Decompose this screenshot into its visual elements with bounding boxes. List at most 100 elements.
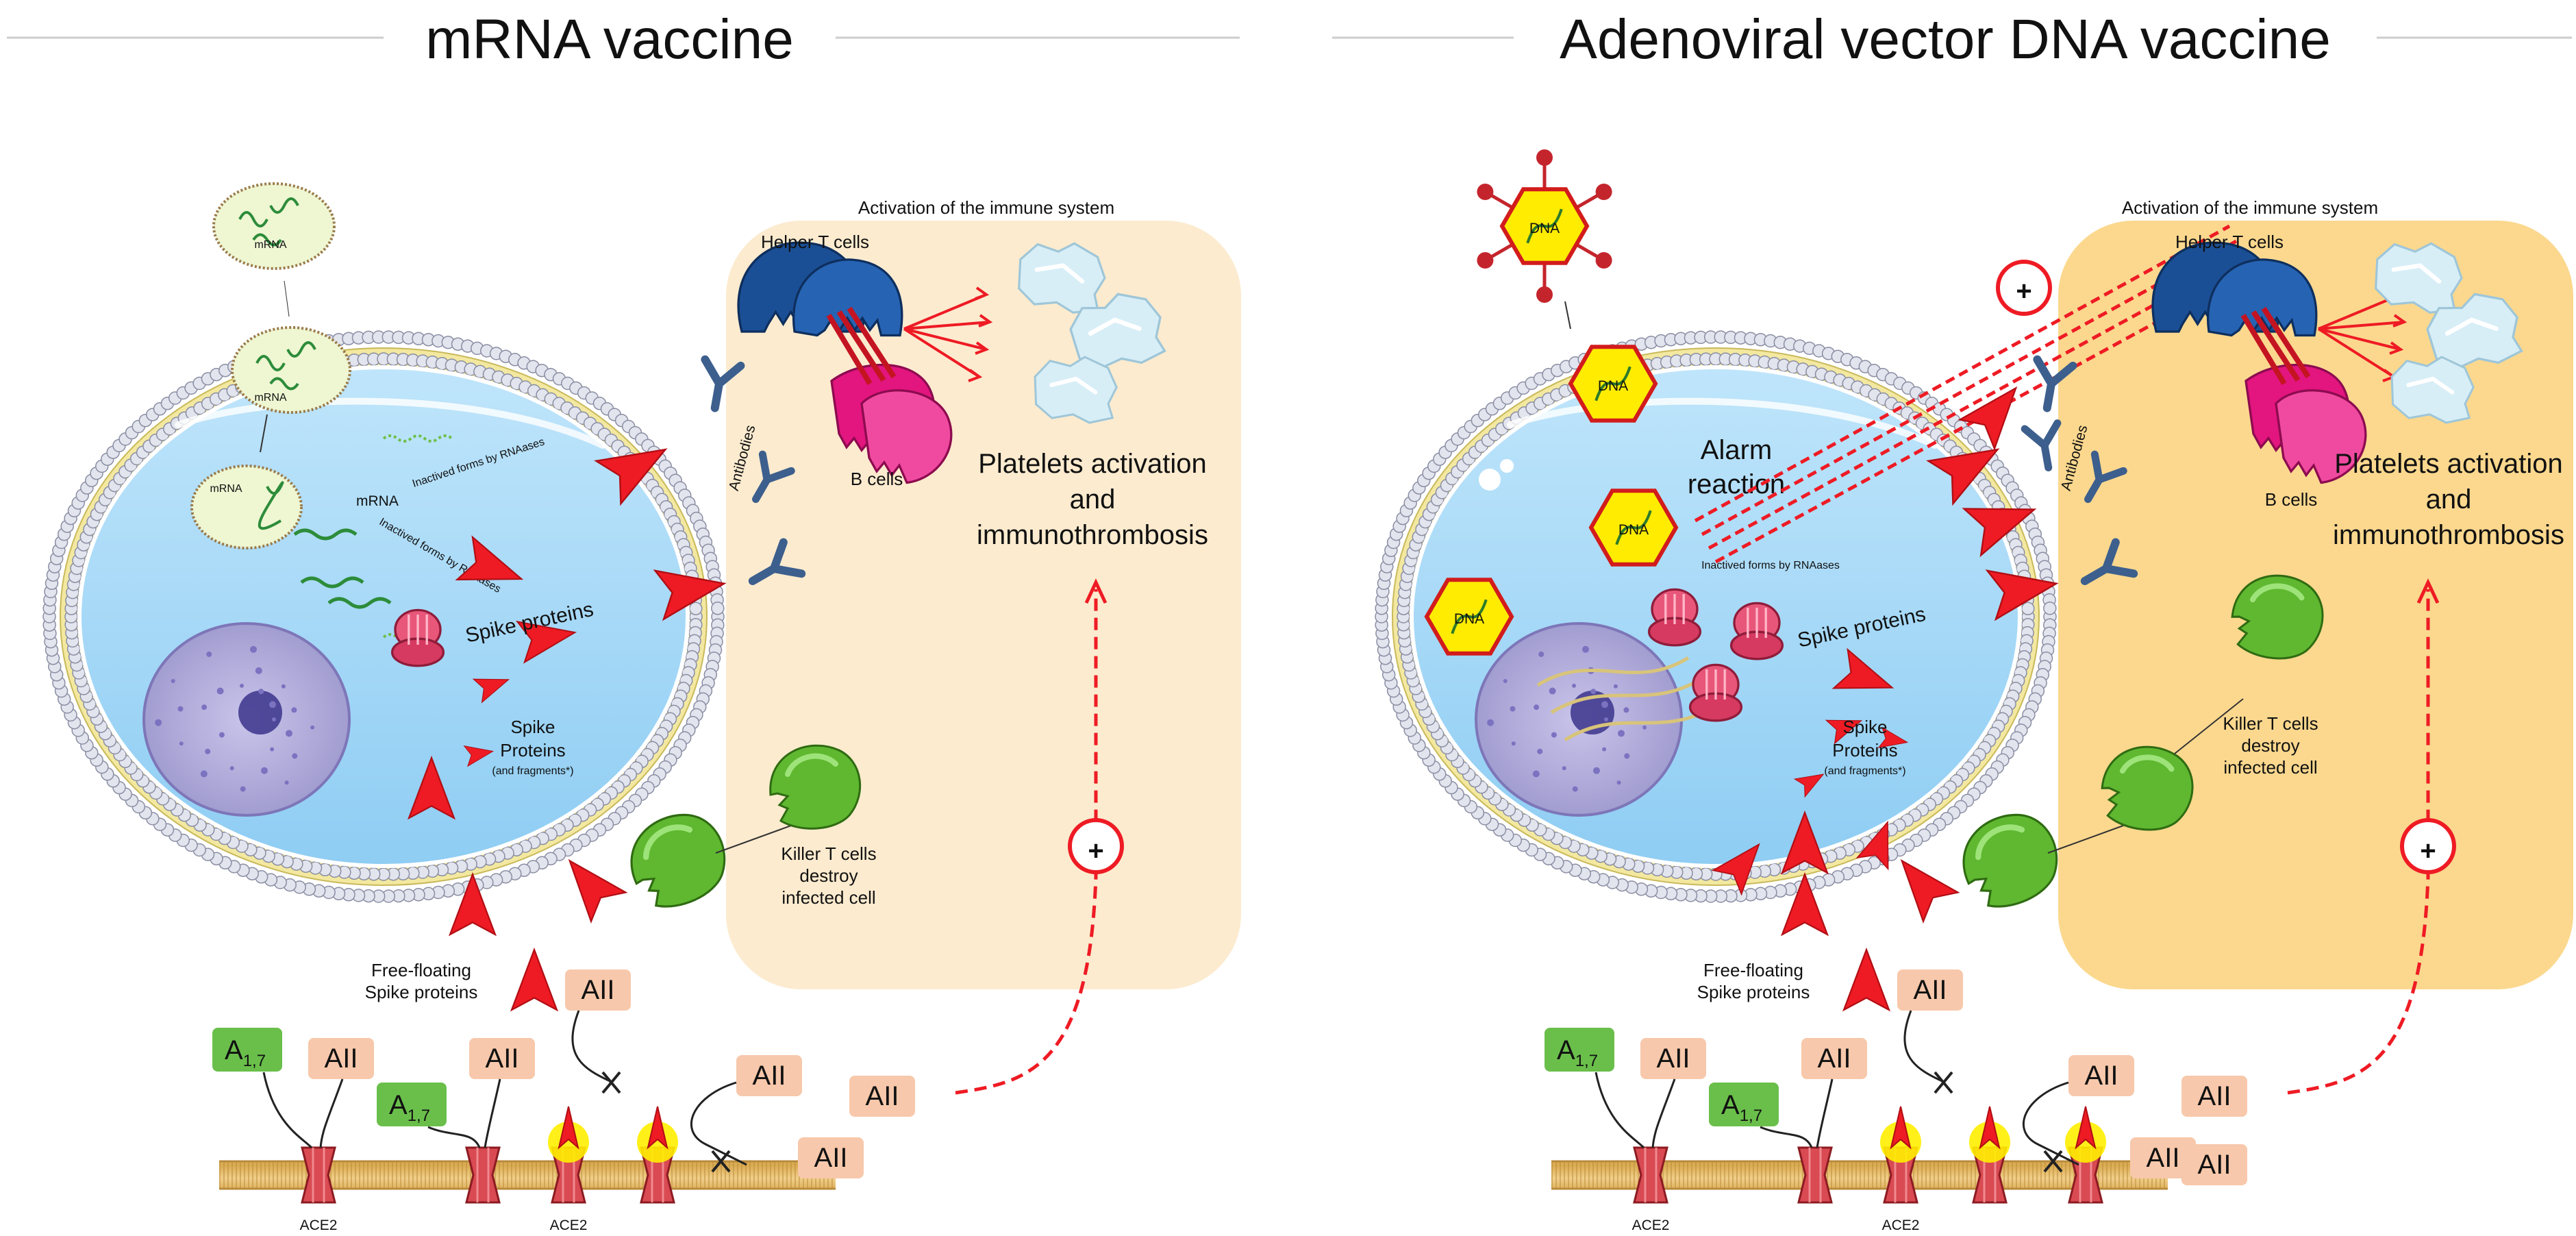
platelets-line3: immunothrombosis [977, 520, 1208, 550]
spike-protein [1855, 820, 1889, 871]
chromatin-dot [255, 667, 262, 674]
binding-glow [548, 1122, 589, 1163]
bound-spike [558, 1106, 579, 1150]
chromatin-dot [1602, 747, 1607, 752]
antibody-icon [748, 538, 806, 586]
free-floating-line2: Spike proteins [1697, 982, 1810, 1002]
killer-t-line1: Killer T cells [781, 843, 876, 864]
bubble [1479, 469, 1501, 491]
spike-protein [510, 947, 559, 1012]
b-cells-label: B cells [2265, 489, 2318, 510]
killer-t-cell-icon [2231, 574, 2324, 660]
chromatin-dot [1572, 786, 1578, 792]
killer-t-cell-icon [769, 744, 862, 830]
angiotensin-ii-text: AII [753, 1061, 786, 1091]
connector-line [260, 414, 268, 453]
chromatin-dot [1601, 701, 1608, 708]
chromatin-dot [206, 651, 212, 657]
spike-protein [1711, 843, 1760, 896]
spike-protein [1793, 774, 1825, 798]
panel-mrna-vaccine: Activation of the immune systemmRNAmRNAm… [42, 182, 1241, 1233]
dna-label: DNA [1529, 221, 1560, 236]
angiotensin-ii-label: AII [2130, 1137, 2196, 1178]
chromatin-dot [1618, 730, 1625, 737]
ace2-label-left: ACE2 [300, 1218, 338, 1233]
mrna-strand [1536, 656, 1690, 687]
chromatin-dot [155, 719, 162, 726]
killer-t-line2: destroy [799, 865, 858, 886]
membrane-bead [689, 602, 703, 615]
immune-system-title: Activation of the immune system [858, 197, 1114, 218]
chromatin-dot [310, 725, 315, 730]
ace2-receptor [548, 1106, 589, 1204]
platelets-line1: Platelets activation [2334, 449, 2563, 479]
mrna-strand [258, 481, 284, 530]
killer-t-line3: infected cell [2223, 757, 2317, 778]
killer-t-cell-icon [2101, 745, 2194, 831]
chromatin-dot [250, 645, 257, 653]
chromatin-dot [1642, 725, 1647, 730]
chromatin-dot [281, 684, 286, 689]
ace2-receptor [1880, 1106, 1921, 1204]
blocked-line [571, 1010, 614, 1084]
panel-left-title-group: mRNA vaccine [7, 8, 1240, 71]
ace2-receptor [465, 1146, 501, 1204]
free-floating-line1: Free-floating [1703, 960, 1803, 980]
mrna-vesicle-outside: mRNA [212, 182, 336, 270]
adenovirus-capsid-entering: DNA [1568, 345, 1658, 423]
tcell-bcell-link [826, 306, 897, 386]
binding-line [484, 1078, 501, 1148]
ace2-receptor [1969, 1106, 2010, 1204]
angiotensin-ii-text: AII [1657, 1043, 1690, 1074]
b-cells-label: B cells [851, 469, 903, 489]
mrna-vesicle-label: mRNA [254, 239, 286, 251]
chromatin-dot [1613, 684, 1618, 689]
ribosome-icon [1688, 663, 1743, 722]
blocked-x-mark [2043, 1150, 2063, 1173]
chromatin-dot [177, 706, 184, 712]
angiotensin-1-7-sub: 1,7 [1575, 1052, 1598, 1070]
chromatin-dot [1537, 748, 1543, 754]
spike-protein [568, 858, 628, 924]
chromatin-dot [200, 770, 208, 778]
angiotensin-ii-label: AII [469, 1038, 535, 1079]
chromatin-dot [1538, 651, 1545, 657]
angiotensin-1-7-text: A1,7 [225, 1035, 266, 1070]
connector-line [284, 280, 290, 317]
chromatin-dot [1624, 753, 1630, 759]
spike-protein [455, 535, 524, 581]
blocked-x-mark [711, 1150, 731, 1173]
chromatin-dot [1572, 683, 1576, 688]
helper-t-cell-icon [2151, 241, 2318, 337]
chromatin-dot [229, 766, 234, 771]
chromatin-dot [1562, 766, 1566, 771]
membrane-bead [2043, 602, 2057, 615]
alarm-reaction-label: reaction [1688, 469, 1785, 499]
spike-protein [1780, 872, 1829, 937]
chromatin-dot [1534, 704, 1540, 710]
chromatin-dot [1604, 717, 1608, 721]
chromatin-dot [1487, 719, 1495, 726]
inactivated-label: Inactived forms by RNAases [1701, 560, 1840, 571]
bubble [1500, 459, 1514, 473]
chromatin-dot [216, 687, 224, 695]
bound-spike [647, 1106, 668, 1150]
ribosome-icon [1729, 602, 1784, 660]
nucleolus [238, 691, 282, 734]
mrna-strand [1550, 676, 1703, 715]
mrna-strand [255, 341, 316, 391]
binding-line [1595, 1072, 1645, 1149]
blocked-line [2023, 1081, 2079, 1166]
chromatin-dot [1616, 780, 1621, 785]
activation-arrow [2318, 314, 2408, 330]
mrna-strand [238, 197, 299, 247]
spike-fragments-line2: Proteins [1832, 740, 1897, 761]
angiotensin-ii-label: AII [849, 1076, 915, 1117]
chromatin-dot [286, 730, 292, 737]
angiotensin-ii-label: AII [1801, 1038, 1867, 1079]
panel-right-title: Adenoviral vector DNA vaccine [1560, 8, 2331, 71]
bound-spike [2075, 1106, 2097, 1150]
